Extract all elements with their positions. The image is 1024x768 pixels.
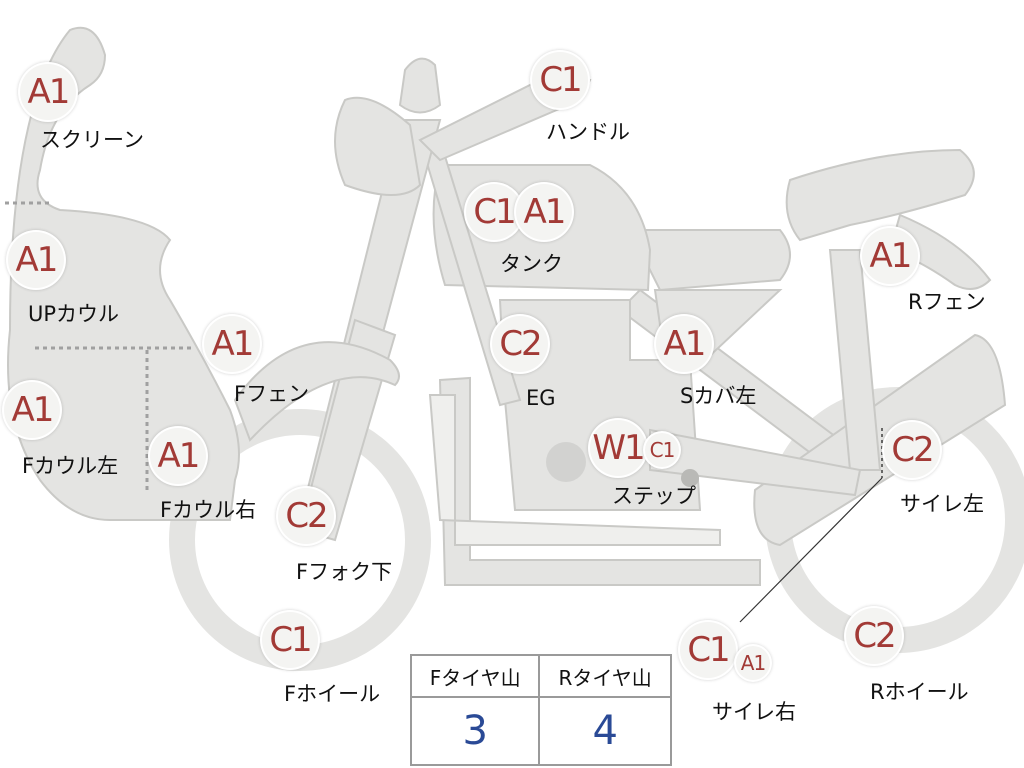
rear-tire-header: Rタイヤ山 xyxy=(538,654,672,698)
code-badge-tank-2[interactable]: A1 xyxy=(516,184,572,240)
label-f-fender: Fフェン xyxy=(234,382,310,406)
leader-line xyxy=(739,477,883,623)
code-badge-muffler-l[interactable]: C2 xyxy=(884,422,940,478)
label-s-cover: Sカバ左 xyxy=(680,384,757,408)
code-badge-tank-1[interactable]: C1 xyxy=(466,184,522,240)
label-up-cowl: UPカウル xyxy=(28,302,120,326)
code-badge-f-cowl-right[interactable]: A1 xyxy=(150,428,206,484)
label-step: ステップ xyxy=(612,484,696,508)
label-f-fork: Fフォク下 xyxy=(296,560,393,584)
code-badge-handle[interactable]: C1 xyxy=(532,52,588,108)
rear-strut xyxy=(828,249,882,471)
side-cover-shape xyxy=(638,229,791,292)
code-badge-muffler-r-2[interactable]: A1 xyxy=(736,646,770,680)
code-badge-engine[interactable]: C2 xyxy=(492,316,548,372)
code-badge-f-fender[interactable]: A1 xyxy=(204,316,260,372)
code-badge-r-fender[interactable]: A1 xyxy=(862,228,918,284)
code-badge-up-cowl[interactable]: A1 xyxy=(8,232,64,288)
code-badge-screen[interactable]: A1 xyxy=(20,64,76,120)
code-badge-f-wheel[interactable]: C1 xyxy=(262,612,318,668)
code-badge-r-wheel[interactable]: C2 xyxy=(846,608,902,664)
label-r-fender: Rフェン xyxy=(908,290,986,314)
label-f-cowl-left: Fカウル左 xyxy=(22,454,119,478)
code-badge-muffler-r-1[interactable]: C1 xyxy=(680,622,736,678)
step-peg-circle xyxy=(681,469,699,487)
label-muffler-l: サイレ左 xyxy=(900,492,984,516)
label-screen: スクリーン xyxy=(40,128,144,152)
seat-shape xyxy=(785,148,975,242)
label-muffler-r: サイレ右 xyxy=(712,700,796,724)
code-badge-f-fork[interactable]: C2 xyxy=(278,488,334,544)
code-badge-step-2[interactable]: C1 xyxy=(645,433,679,467)
exhaust-pipe-2 xyxy=(428,394,721,546)
label-engine: EG xyxy=(526,386,556,410)
label-f-wheel: Fホイール xyxy=(284,682,381,706)
code-badge-step-1[interactable]: W1 xyxy=(590,420,646,476)
label-tank: タンク xyxy=(500,252,563,276)
front-tire-header: Fタイヤ山 xyxy=(409,654,541,698)
muffler-shape xyxy=(753,333,1007,547)
front-fender xyxy=(233,341,400,442)
mirror-shape xyxy=(398,57,442,114)
tire-tread-table: Fタイヤ山 Rタイヤ山 3 4 xyxy=(409,654,672,766)
label-r-wheel: Rホイール xyxy=(870,680,969,704)
engine-cover-circle xyxy=(546,442,586,482)
front-tire-value[interactable]: 3 xyxy=(409,696,541,766)
code-badge-s-cover[interactable]: A1 xyxy=(656,316,712,372)
label-handle: ハンドル xyxy=(546,120,630,144)
rear-tire-value[interactable]: 4 xyxy=(538,696,672,766)
headlight-shape xyxy=(334,96,422,196)
exhaust-pipe xyxy=(438,376,761,586)
code-badge-f-cowl-left[interactable]: A1 xyxy=(4,382,60,438)
label-f-cowl-right: Fカウル右 xyxy=(160,498,257,522)
